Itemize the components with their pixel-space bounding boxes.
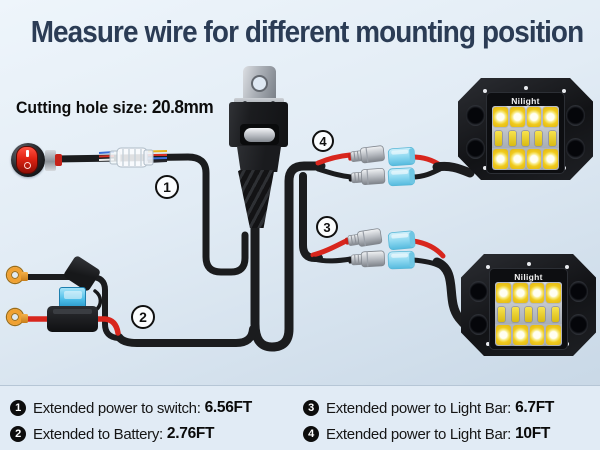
legend-badge-2: 2 <box>10 426 26 442</box>
legend-label: Extended power to Light Bar: <box>326 425 512 443</box>
led <box>543 149 558 169</box>
callout-4: 4 <box>312 130 334 152</box>
legend-badge-1: 1 <box>10 400 26 416</box>
cutting-hole-note: Cutting hole size: 20.8mm <box>16 96 214 118</box>
pod-mount-hole <box>469 281 488 302</box>
switch-wire <box>51 153 249 276</box>
switch-wire-stub <box>55 154 62 166</box>
inline-connector <box>109 147 154 168</box>
branch4-red-wire <box>315 152 353 166</box>
branch3-black-wire <box>311 256 354 264</box>
pod-mount-hole <box>469 314 488 335</box>
ring-terminal-crimp <box>21 272 28 281</box>
page-title: Measure wire for different mounting posi… <box>30 14 584 49</box>
led <box>543 107 558 127</box>
legend-value: 2.76FT <box>166 425 215 442</box>
branch4-black-wire <box>315 166 354 180</box>
led <box>493 149 508 169</box>
callout-3: 3 <box>316 216 338 238</box>
blue-connector-3-black <box>387 250 415 270</box>
trunk-wire <box>250 161 326 352</box>
battery-trunk-wire <box>115 325 257 347</box>
switch-collar <box>45 150 56 171</box>
spade-terminal-3-black <box>348 250 386 268</box>
led-light-pod-top: Nilight <box>458 78 593 180</box>
rocker-switch-button <box>16 146 38 174</box>
relay-terminal-pill <box>244 128 275 142</box>
ring-terminal-crimp <box>21 314 28 323</box>
callout-1: 1 <box>155 175 179 199</box>
legend-item-3: 3 Extended power to Light Bar: 6.7FT <box>303 399 554 417</box>
led <box>526 149 542 169</box>
blue-connector-3-red <box>387 230 416 251</box>
relay-base <box>236 146 282 172</box>
pod-mount-hole <box>566 105 585 126</box>
led <box>546 325 561 345</box>
pod-mount-hole <box>569 281 588 302</box>
led <box>496 283 511 303</box>
blue-connector-4-red <box>387 147 416 167</box>
branch3-red-wire <box>310 237 351 258</box>
led <box>546 283 561 303</box>
header: Measure wire for different mounting posi… <box>0 14 600 50</box>
brand-logo: Nilight <box>511 96 540 106</box>
legend-item-4: 4 Extended power to Light Bar: 10FT <box>303 425 550 443</box>
pod-lens <box>495 282 562 346</box>
pod-lens <box>492 106 559 170</box>
spade-terminal-4-black <box>348 167 386 185</box>
cutting-hole-value: 20.8mm <box>151 96 214 117</box>
callout-2: 2 <box>131 305 155 329</box>
led-light-pod-bottom: Nilight <box>461 254 596 356</box>
pod-mount-hole <box>566 138 585 159</box>
pod-mount-hole <box>466 105 485 126</box>
spade-terminal-3-red <box>345 228 383 247</box>
switch-off-mark <box>23 162 31 169</box>
pod-bezel: Nilight <box>486 92 565 174</box>
legend-label: Extended power to switch: <box>33 399 201 417</box>
legend-badge-3: 3 <box>303 400 319 416</box>
legend-label: Extended power to Light Bar: <box>326 399 512 417</box>
legend: 1 Extended power to switch: 6.56FT 2 Ext… <box>0 385 600 450</box>
led <box>526 107 542 127</box>
legend-item-2: 2 Extended to Battery: 2.76FT <box>10 425 215 443</box>
switch-on-mark <box>26 150 29 157</box>
cutting-hole-label: Cutting hole size: <box>16 98 148 117</box>
led <box>529 325 545 345</box>
fuse-holder-body <box>47 306 98 332</box>
led <box>509 107 525 127</box>
pod-mount-hole <box>569 314 588 335</box>
led <box>512 283 528 303</box>
legend-value: 6.7FT <box>515 399 555 416</box>
pod2-red-wire <box>410 238 446 259</box>
branch3-feeder-wire <box>299 172 323 262</box>
legend-value: 10FT <box>515 425 551 442</box>
led <box>493 107 508 127</box>
pod-bezel: Nilight <box>489 268 568 350</box>
legend-value: 6.56FT <box>204 399 253 416</box>
battery-positive-wire <box>20 316 121 336</box>
legend-label: Extended to Battery: <box>33 425 163 443</box>
led <box>509 149 525 169</box>
legend-item-1: 1 Extended power to switch: 6.56FT <box>10 399 252 417</box>
led <box>496 325 511 345</box>
brand-logo: Nilight <box>514 272 543 282</box>
pod1-cable <box>432 161 475 178</box>
led <box>529 283 545 303</box>
pod-mount-hole <box>466 138 485 159</box>
legend-badge-4: 4 <box>303 426 319 442</box>
blue-connector-4-black <box>387 167 416 187</box>
led <box>512 325 528 345</box>
spade-terminal-4-red <box>347 145 385 164</box>
relay-bracket-hole <box>251 75 268 92</box>
